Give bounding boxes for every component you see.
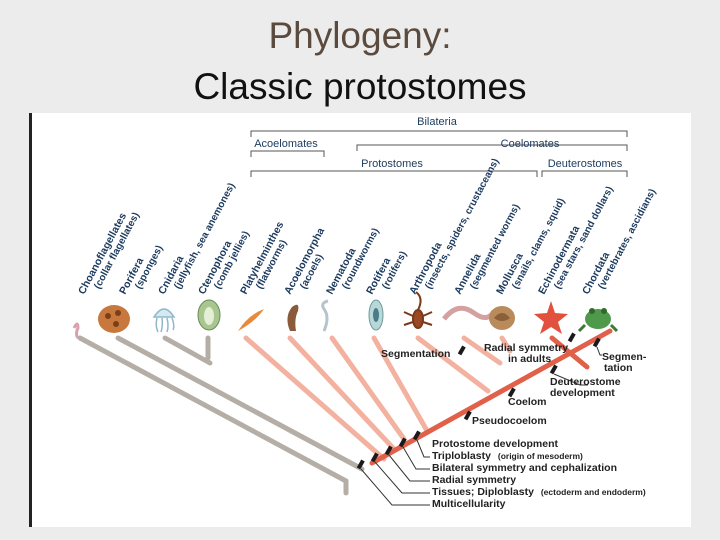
bracket-deuterostomes xyxy=(541,170,628,177)
trait-markers xyxy=(356,332,601,470)
slide-title-line2: Classic protostomes xyxy=(193,66,527,107)
jellyfish-icon xyxy=(152,308,176,333)
frog-icon xyxy=(577,308,619,333)
tree-branches xyxy=(77,328,613,496)
snail-icon xyxy=(489,306,515,330)
trait-radial-adults-2: in adults xyxy=(508,353,551,365)
phylogeny-figure: Bilateria Acoelomates Coelomates Protost… xyxy=(29,113,691,527)
trait-segmentation-2-2: tation xyxy=(604,362,633,374)
label-deuterostomes: Deuterostomes xyxy=(548,158,623,170)
branches-bilateria xyxy=(243,335,513,462)
acoel-icon xyxy=(287,304,299,331)
trait-bilateral-symmetry: Bilateral symmetry and cephalization xyxy=(432,462,617,474)
bracket-coelomates xyxy=(356,144,628,151)
trait-radial-symmetry: Radial symmetry xyxy=(432,474,516,486)
branches-basal xyxy=(77,335,365,496)
arthropod-icon xyxy=(403,291,433,329)
bracket-bilateria xyxy=(250,130,628,137)
trait-coelom: Coelom xyxy=(508,396,547,408)
flatworm-icon xyxy=(238,309,264,331)
trait-deuterostome-dev-1: Deuterostome xyxy=(550,376,621,388)
trait-tissues-diploblasty: Tissues; Diploblasty (ectoderm and endod… xyxy=(432,486,646,498)
trait-segmentation-2-1: Segmen- xyxy=(602,351,647,363)
slide-title-line1: Phylogeny: xyxy=(268,15,452,56)
taxon-chordata: Chordata (vertebrates, ascidians) xyxy=(580,182,658,302)
comb-jelly-icon xyxy=(197,299,221,331)
phylogeny-tree: Bilateria Acoelomates Coelomates Protost… xyxy=(72,116,658,510)
taxon-arthropoda: Arthropoda (insects, spiders, crustacean… xyxy=(407,151,502,301)
trait-pseudocoelom: Pseudocoelom xyxy=(472,415,547,427)
trait-protostome-development: Protostome development xyxy=(432,438,559,450)
trait-segmentation: Segmentation xyxy=(381,348,450,360)
trait-triploblasty: Triploblasty (origin of mesoderm) xyxy=(432,450,583,462)
group-brackets xyxy=(250,130,628,177)
rotifer-icon xyxy=(368,299,384,331)
trait-multicellularity: Multicellularity xyxy=(432,498,506,510)
animal-illustrations xyxy=(72,291,619,339)
sea-star-icon xyxy=(534,301,568,334)
roundworm-icon xyxy=(321,299,329,332)
trait-labels: Segmentation Radial symmetry in adults S… xyxy=(381,342,647,510)
label-acoelomates: Acoelomates xyxy=(254,138,318,150)
segmented-worm-icon xyxy=(442,305,497,321)
sponge-icon xyxy=(98,305,130,333)
trait-deuterostome-dev-2: development xyxy=(550,387,615,399)
trait-radial-adults-1: Radial symmetry xyxy=(484,342,568,354)
label-bilateria: Bilateria xyxy=(417,116,458,128)
taxon-labels: Choanoflagellates (collar flagellates) P… xyxy=(76,151,658,302)
branches-spine xyxy=(369,328,613,466)
bracket-acoelomates xyxy=(250,150,325,157)
label-coelomates: Coelomates xyxy=(501,138,560,150)
leader-lines xyxy=(360,346,602,506)
label-protostomes: Protostomes xyxy=(361,158,423,170)
bracket-protostomes xyxy=(250,170,538,177)
taxon-rotifera: Rotifera (rotifers) xyxy=(364,244,409,302)
choanoflagellate-icon xyxy=(72,322,80,339)
